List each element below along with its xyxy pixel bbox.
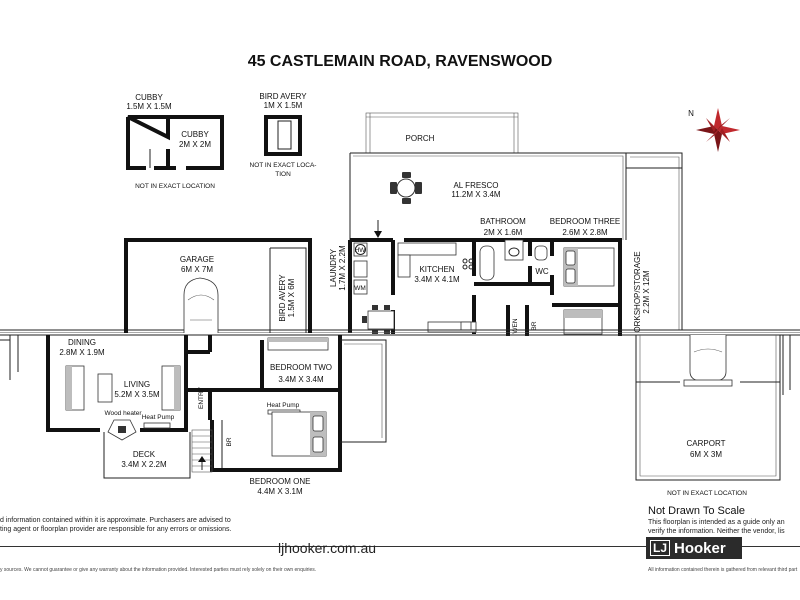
heat-pump-living-label: Heat Pump: [142, 414, 175, 421]
workshop-size: 2.2M X 12M: [642, 270, 651, 313]
br-label-1: BR: [226, 437, 233, 446]
bathroom-name: BATHROOM: [480, 217, 526, 226]
laundry-fixtures: [353, 220, 382, 295]
property-title: 45 CASTLEMAIN ROAD, RAVENSWOOD: [248, 53, 553, 70]
bedroom-one-size: 4.4M X 3.1M: [257, 487, 303, 496]
wood-heater-label: Wood heater: [104, 410, 142, 417]
garage-walls: [124, 238, 312, 333]
workshop-name: ORKSHOP/STORAGE: [633, 251, 642, 332]
living-name: LIVING: [124, 380, 150, 389]
entry-stairs: [191, 429, 213, 473]
house-core-walls: [348, 238, 622, 336]
living-sofas: [65, 365, 181, 411]
fine-print-left: y sources. We cannot guarantee or give a…: [0, 567, 317, 573]
cubby-outer-size: 1.5M X 1.5M: [126, 102, 172, 111]
al-fresco-area: [349, 152, 683, 333]
laundry-size: 1.7M X 2.2M: [338, 245, 347, 291]
fine-print-right: All information contained therein is gat…: [648, 567, 798, 573]
al-fresco-size: 11.2M X 3.4M: [451, 190, 501, 199]
cubby-inner-name: CUBBY: [181, 130, 209, 139]
heat-pump-bed-label: Heat Pump: [267, 402, 300, 409]
website-link[interactable]: ljhooker.com.au: [278, 540, 377, 556]
al-fresco-table: [390, 172, 422, 204]
cubby-structure: [126, 115, 224, 170]
deck-size: 3.4M X 2.2M: [121, 460, 167, 469]
al-fresco-name: AL FRESCO: [453, 181, 498, 190]
scale-note-1: This floorplan is intended as a guide on…: [648, 519, 785, 526]
carport-car-icon: [683, 335, 733, 387]
carport-name: CARPORT: [687, 439, 726, 448]
bedroom-three-size: 2.6M X 2.8M: [562, 228, 608, 237]
disclaimer-line-2: ting agent or floorplan provider are res…: [0, 526, 232, 533]
kitchen-size: 3.4M X 4.1M: [414, 275, 460, 284]
carport-outline: [635, 335, 791, 481]
bird-avery-small-size: 1M X 1.5M: [264, 101, 303, 110]
bedroom-two-name: BEDROOM TWO: [270, 363, 332, 372]
compass-icon: N: [688, 108, 740, 152]
house-band: [0, 329, 800, 336]
scale-note-2: verify the information. Neither the vend…: [648, 528, 785, 535]
living-size: 5.2M X 3.5M: [114, 390, 160, 399]
porch-label: PORCH: [406, 134, 435, 143]
garage-car-icon: [183, 277, 219, 333]
hw-label: HW: [355, 247, 367, 254]
bedroom-one-name: BEDROOM ONE: [250, 477, 311, 486]
br-label-2: BR: [531, 321, 538, 330]
dining-size: 2.8M X 1.9M: [59, 348, 105, 357]
cubby-inner-size: 2M X 2M: [179, 140, 211, 149]
porch-area: [365, 112, 519, 154]
wen-label: WEN: [512, 318, 519, 333]
outdoor-table: [362, 305, 395, 334]
not-to-scale-label: Not Drawn To Scale: [648, 505, 746, 517]
bird-note-2: TION: [275, 171, 291, 178]
bathroom-fixtures: [479, 239, 548, 281]
living-wing-walls: [0, 335, 387, 472]
bird-avery-small-name: BIRD AVERY: [259, 92, 307, 101]
dining-name: DINING: [68, 338, 96, 347]
bedroom-two-size: 3.4M X 3.4M: [278, 375, 324, 384]
north-label: N: [688, 109, 694, 118]
bird-note-1: NOT IN EXACT LOCA-: [250, 162, 317, 169]
carport-note: NOT IN EXACT LOCATION: [667, 490, 747, 497]
bathroom-size: 2M X 1.6M: [484, 228, 523, 237]
wood-heater-icon: [107, 419, 137, 441]
bird-avery-large-size: 1.5M X 6M: [287, 278, 296, 317]
bird-avery-large-name: BIRD AVERY: [278, 274, 287, 322]
carport-size: 6M X 3M: [690, 450, 722, 459]
laundry-name: LAUNDRY: [329, 248, 338, 287]
kitchen-name: KITCHEN: [419, 265, 454, 274]
bird-avery-small-structure: [264, 115, 302, 156]
entry-label: ENTRY: [198, 386, 205, 409]
deck-name: DECK: [133, 450, 156, 459]
wm-label: WM: [354, 285, 366, 292]
logo-name: Hooker: [674, 539, 726, 557]
cubby-note: NOT IN EXACT LOCATION: [135, 183, 215, 190]
cubby-outer-name: CUBBY: [135, 93, 163, 102]
garage-size: 6M X 7M: [181, 265, 213, 274]
disclaimer-line-1: d information contained within it is app…: [0, 517, 231, 524]
wc-label: WC: [535, 267, 549, 276]
footer-divider: [0, 546, 800, 547]
bedroom-one-bed: [271, 411, 327, 457]
kitchen-bench: [397, 242, 477, 333]
lj-hooker-logo: LJ Hooker: [646, 537, 742, 559]
logo-mark: LJ: [650, 540, 671, 556]
bedroom-three-bed: [563, 247, 615, 335]
bedroom-three-name: BEDROOM THREE: [550, 217, 621, 226]
deck-outline: [103, 432, 191, 479]
garage-name: GARAGE: [180, 255, 214, 264]
